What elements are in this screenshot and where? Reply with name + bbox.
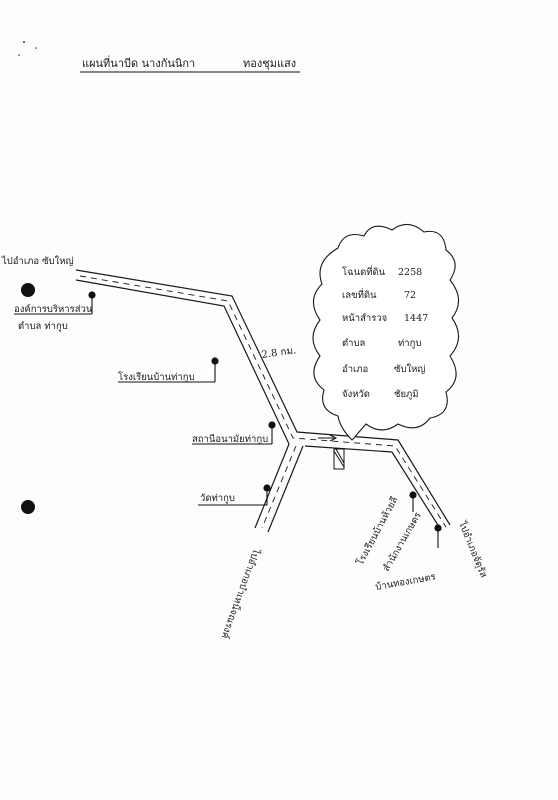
deed-row-5-value: ซับใหญ่ <box>394 363 425 375</box>
map-title-left: แผนที่นาบีด นางกันนิกา <box>82 55 195 70</box>
district-office-line1: องค์การบริหารส่วน <box>14 303 93 315</box>
health-station-label: สถานีอนามัยท่ากูบ <box>192 433 268 445</box>
district-office-line2: ตำบล ท่ากูบ <box>18 321 68 332</box>
deed-row-2-label: เลขที่ดิน <box>342 288 377 301</box>
landmark-temple: วัดท่ากูบ <box>198 484 271 506</box>
landmark-school: โรงเรียนบ้านท่ากูบ <box>118 357 219 383</box>
deed-row-3-label: หน้าสำรวจ <box>342 313 387 324</box>
distance-label: 2.8 กม. <box>261 345 297 361</box>
agri-office-line2: บ้านทองเกษตร <box>375 572 437 593</box>
deed-info-bubble: โฉนดที่ดิน 2258 เลขที่ดิน 72 หน้าสำรวจ 1… <box>312 223 460 441</box>
deed-row-2-value: 72 <box>404 290 416 301</box>
binder-hole-top <box>21 283 35 297</box>
deed-row-6-label: จังหวัด <box>342 389 370 400</box>
landmark-district-office: องค์การบริหารส่วน ตำบล ท่ากูบ <box>14 291 96 332</box>
deed-row-6-value: ชัยภูมิ <box>394 389 419 400</box>
map-title-right: ทองชุมแสง <box>243 57 296 70</box>
deed-row-3-value: 1447 <box>404 313 428 324</box>
road-south <box>254 443 304 533</box>
deed-row-1-label: โฉนดที่ดิน <box>342 265 386 278</box>
deed-row-5-label: อำเภอ <box>342 364 368 375</box>
temple-label: วัดท่ากูบ <box>200 493 235 504</box>
school-label: โรงเรียนบ้านท่ากูบ <box>118 371 195 383</box>
road-label-left: ไปอำเภอ ซับใหญ่ <box>1 255 74 267</box>
deed-row-4-label: ตำบล <box>342 338 366 349</box>
binder-hole-bottom <box>21 500 35 514</box>
deed-row-1-value: 2258 <box>398 267 422 278</box>
road-main <box>75 269 451 531</box>
deed-row-4-value: ท่ากูบ <box>398 338 421 349</box>
road-label-right: ไปอำเภอจัตุรัส <box>456 519 490 580</box>
landmark-health-station: สถานีอนามัยท่ากูบ <box>192 421 276 445</box>
road-label-bottom: ไปอำเภอบำเหน็จณรงค์ <box>219 546 264 641</box>
